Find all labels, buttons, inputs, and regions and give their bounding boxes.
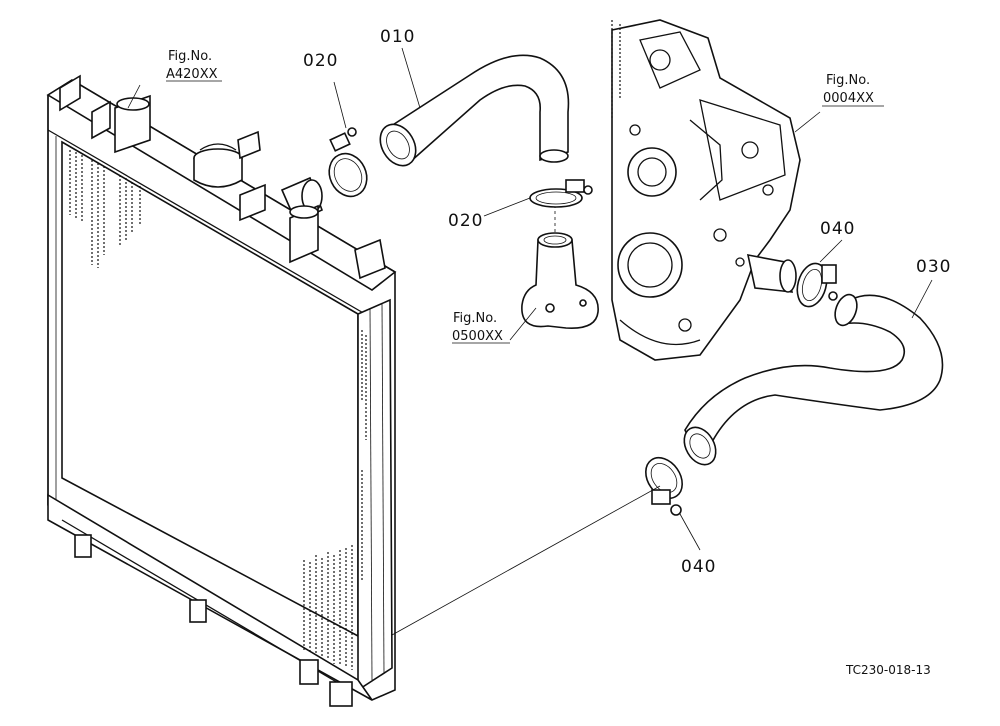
leader-lines (127, 47, 933, 636)
upper-lower-clamp (529, 179, 593, 208)
fig-ref-engine-title: Fig.No. (826, 73, 870, 88)
drawing-code: TC230-018-13 (845, 663, 931, 677)
thermostat-cover (521, 205, 599, 329)
upper-hose (379, 54, 570, 167)
upper-left-clamp (328, 127, 368, 198)
fig-ref-thermostat-number: 0500XX (452, 329, 503, 344)
fig-ref-radiator-title: Fig.No. (168, 49, 212, 64)
part-label-020-upper-left: 020 (303, 51, 338, 71)
lower-bottom-clamp (645, 456, 683, 516)
lower-right-clamp (796, 262, 838, 308)
part-label-030: 030 (916, 257, 951, 277)
part-label-010: 010 (380, 27, 415, 47)
fig-ref-thermostat-title: Fig.No. (453, 311, 497, 326)
lower-hose (683, 293, 944, 466)
part-label-040-right: 040 (820, 219, 855, 239)
engine-block (611, 19, 801, 361)
part-label-040-bottom: 040 (681, 557, 716, 577)
radiator (46, 74, 397, 707)
fig-ref-engine-number: 0004XX (823, 91, 874, 106)
part-label-020-upper-lower: 020 (448, 211, 483, 231)
fig-ref-radiator-number: A420XX (166, 67, 218, 82)
